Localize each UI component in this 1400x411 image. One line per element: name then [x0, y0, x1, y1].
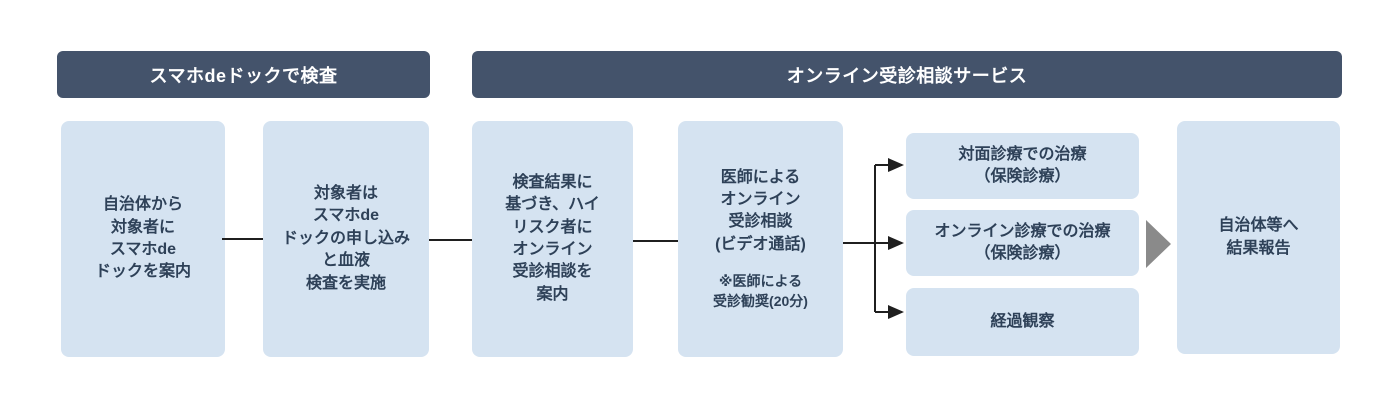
chevron-right-icon	[1146, 220, 1171, 268]
outcome-text: オンライン診療での治療 （保険診療）	[934, 222, 1111, 262]
outcome-text: 対面診療での治療 （保険診療）	[958, 145, 1087, 185]
step-text: 対象者は スマホde ドックの申し込み と血液 検査を実施	[281, 185, 410, 292]
outcome-text: 経過観察	[990, 312, 1055, 330]
phase-header-label: オンライン受診相談サービス	[786, 65, 1028, 86]
step-box-apply-blood-test: 対象者は スマホde ドックの申し込み と血液 検査を実施	[263, 121, 429, 357]
phase-header-smartphone-dock: スマホdeドックで検査	[57, 51, 430, 98]
phase-header-label: スマホdeドックで検査	[149, 65, 338, 86]
outcome-box-in-person-treatment: 対面診療での治療 （保険診療）	[906, 133, 1139, 199]
step-box-high-risk-invite: 検査結果に 基づき、ハイ リスク者に オンライン 受診相談を 案内	[472, 121, 633, 357]
step-text: 自治体から 対象者に スマホde ドックを案内	[94, 196, 191, 281]
step-text: 医師による オンライン 受診相談 (ビデオ通話)	[715, 168, 806, 253]
step-text: 検査結果に 基づき、ハイ リスク者に オンライン 受診相談を 案内	[505, 173, 600, 303]
outcome-box-follow-up: 経過観察	[906, 288, 1139, 356]
result-box-report-to-municipality: 自治体等へ 結果報告	[1177, 121, 1340, 354]
result-text: 自治体等へ 結果報告	[1218, 217, 1299, 257]
step-box-doctor-video-consult: 医師による オンライン 受診相談 (ビデオ通話) ※医師による 受診勧奨(20分…	[678, 121, 843, 357]
step-note: ※医師による 受診勧奨(20分)	[713, 273, 808, 309]
outcome-box-online-treatment: オンライン診療での治療 （保険診療）	[906, 210, 1139, 276]
phase-header-online-consultation: オンライン受診相談サービス	[472, 51, 1342, 98]
step-box-municipality-guide: 自治体から 対象者に スマホde ドックを案内	[61, 121, 225, 357]
